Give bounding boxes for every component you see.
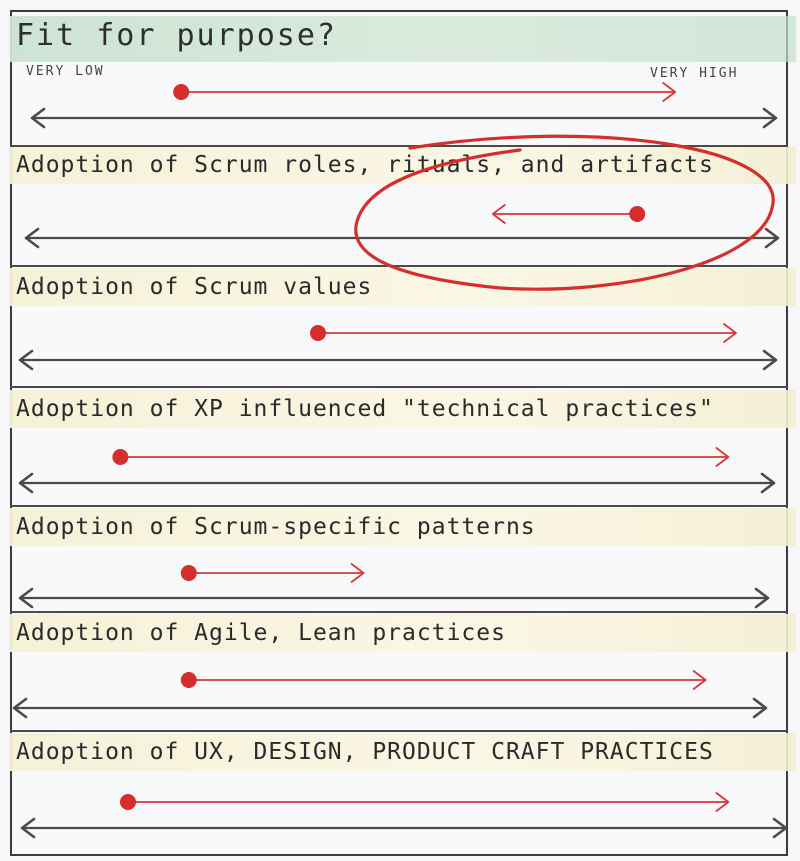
row-divider xyxy=(10,611,788,613)
axis-arrow-left-icon xyxy=(18,587,34,609)
axis-arrow-left-icon xyxy=(24,227,40,249)
progress-arrow-icon xyxy=(715,792,730,812)
row-divider xyxy=(10,145,788,147)
row-divider xyxy=(10,265,788,267)
row-highlight-4 xyxy=(10,508,796,546)
axis-arrow-right-icon xyxy=(764,227,780,249)
current-position-dot xyxy=(112,449,129,465)
dimension-title: Adoption of UX, DESIGN, PRODUCT CRAFT PR… xyxy=(16,739,714,765)
axis-arrow-left-icon xyxy=(30,107,46,129)
row-divider xyxy=(10,730,788,732)
progress-arrow-icon xyxy=(723,323,737,343)
axis-arrow-right-icon xyxy=(760,472,776,494)
axis-arrow-right-icon xyxy=(752,697,768,719)
axis-arrow-left-icon xyxy=(20,817,36,839)
current-position-dot xyxy=(120,794,136,810)
row-highlight-5 xyxy=(10,614,796,652)
current-position-dot xyxy=(629,206,646,222)
dimension-title: Adoption of Scrum roles, rituals, and ar… xyxy=(16,152,714,178)
current-position-dot xyxy=(173,84,190,100)
current-position-dot xyxy=(180,565,197,581)
row-divider xyxy=(10,505,788,507)
scale-low-label: VERY LOW xyxy=(26,64,105,79)
dimension-title: Adoption of Scrum-specific patterns xyxy=(16,514,536,540)
axis-arrow-right-icon xyxy=(762,107,778,129)
progress-arrow-icon xyxy=(350,563,365,583)
axis-arrow-right-icon xyxy=(772,817,788,839)
scale-high-label: VERY HIGH xyxy=(650,66,739,81)
dimension-title: Adoption of Agile, Lean practices xyxy=(16,620,506,646)
axis-arrow-right-icon xyxy=(762,349,778,371)
axis-arrow-right-icon xyxy=(754,587,770,609)
page-title: Fit for purpose? xyxy=(16,18,337,53)
current-position-dot xyxy=(310,325,326,341)
axis-arrow-left-icon xyxy=(18,472,34,494)
dimension-title: Adoption of Scrum values xyxy=(16,274,373,300)
current-position-dot xyxy=(180,672,197,688)
dimension-title: Adoption of XP influenced "technical pra… xyxy=(16,396,714,422)
row-divider xyxy=(10,386,788,388)
progress-arrow-icon xyxy=(715,447,730,467)
progress-arrow-icon xyxy=(662,82,677,102)
emphasis-circle xyxy=(354,134,775,291)
title-highlight xyxy=(10,16,796,62)
row-highlight-6 xyxy=(10,733,796,771)
axis-arrow-left-icon xyxy=(12,697,28,719)
row-highlight-3 xyxy=(10,390,796,428)
progress-arrow-icon xyxy=(692,670,707,690)
axis-arrow-left-icon xyxy=(18,349,34,371)
progress-arrow-icon xyxy=(491,204,506,224)
